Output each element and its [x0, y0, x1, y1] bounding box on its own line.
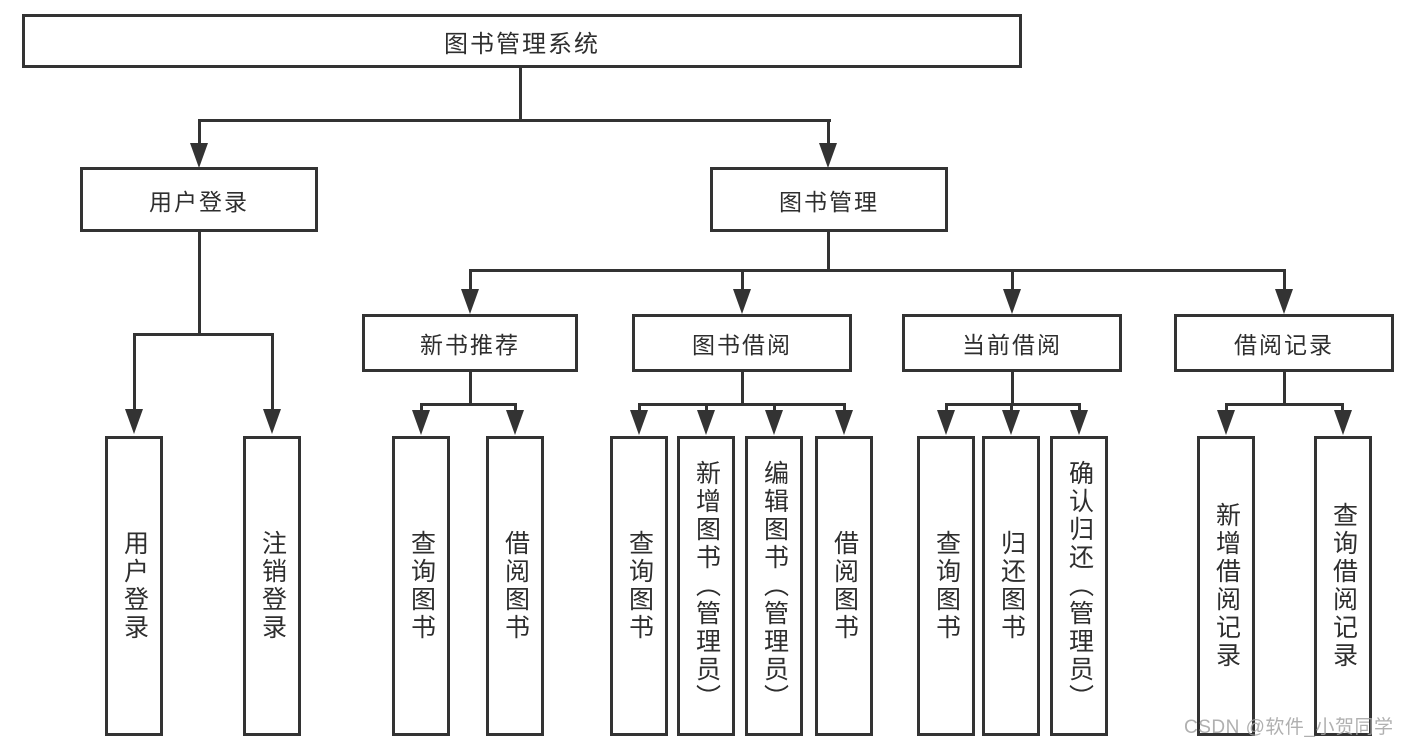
connector-newbook-drop-1 [420, 403, 423, 412]
node-user-login-label: 用户登录 [149, 188, 249, 215]
connector-newbook-stem [469, 372, 472, 406]
leaf-records-add: 新增借阅记录 [1197, 436, 1255, 736]
leaf-records-query: 查询借阅记录 [1314, 436, 1372, 736]
connector-current-drop-3 [1078, 403, 1081, 412]
connector-records-bar [1225, 403, 1344, 406]
arrowhead [835, 410, 853, 435]
connector-borrow-drop-2 [705, 403, 708, 412]
arrowhead [263, 409, 281, 434]
leaf-current-return-label: 归还图书 [997, 530, 1026, 642]
connector-records-drop-2 [1341, 403, 1344, 412]
leaf-current-query: 查询图书 [917, 436, 975, 736]
connector-root-to-login [198, 119, 201, 146]
connector-records-stem [1283, 372, 1286, 406]
connector-current-drop-1 [945, 403, 948, 412]
arrowhead [412, 410, 430, 435]
leaf-current-query-label: 查询图书 [932, 530, 961, 642]
leaf-user-login-label: 用户登录 [120, 530, 149, 642]
connector-mgmt-stem [827, 232, 830, 272]
connector-mgmt-bar [469, 269, 1286, 272]
connector-newbook-bar [420, 403, 516, 406]
arrowhead [1275, 289, 1293, 314]
leaf-current-return: 归还图书 [982, 436, 1040, 736]
arrowhead [461, 289, 479, 314]
leaf-newbook-borrow-label: 借阅图书 [501, 530, 530, 642]
connector-root-stem [519, 68, 522, 121]
leaf-user-login: 用户登录 [105, 436, 163, 736]
connector-current-drop-2 [1010, 403, 1013, 412]
leaf-newbook-query: 查询图书 [392, 436, 450, 736]
leaf-borrow-borrow-label: 借阅图书 [830, 530, 859, 642]
connector-login-drop-1 [133, 333, 136, 411]
leaf-borrow-borrow: 借阅图书 [815, 436, 873, 736]
leaf-borrow-query: 查询图书 [610, 436, 668, 736]
node-book-management: 图书管理 [710, 167, 948, 232]
node-user-login: 用户登录 [80, 167, 318, 232]
leaf-newbook-borrow: 借阅图书 [486, 436, 544, 736]
leaf-logout-label: 注销登录 [258, 530, 287, 642]
arrowhead [1334, 410, 1352, 435]
node-new-book-recommend: 新书推荐 [362, 314, 578, 372]
leaf-current-confirm-return: 确认归还（管理员） [1050, 436, 1108, 736]
connector-login-drop-2 [271, 333, 274, 411]
arrowhead [733, 289, 751, 314]
node-book-borrow-label: 图书借阅 [692, 332, 792, 358]
arrowhead [506, 410, 524, 435]
node-current-borrow-label: 当前借阅 [962, 332, 1062, 358]
connector-login-bar [133, 333, 274, 336]
leaf-newbook-query-label: 查询图书 [407, 530, 436, 642]
leaf-records-add-label: 新增借阅记录 [1212, 502, 1241, 670]
connector-mgmt-drop-4 [1283, 269, 1286, 291]
connector-newbook-drop-2 [514, 403, 517, 412]
connector-mgmt-drop-3 [1011, 269, 1014, 291]
node-root: 图书管理系统 [22, 14, 1022, 68]
connector-borrow-drop-4 [843, 403, 846, 412]
leaf-borrow-add-label: 新增图书（管理员） [692, 460, 721, 712]
leaf-borrow-edit-label: 编辑图书（管理员） [760, 460, 789, 712]
arrowhead [1003, 289, 1021, 314]
connector-login-stem [198, 232, 201, 335]
arrowhead [1002, 410, 1020, 435]
connector-borrow-drop-1 [638, 403, 641, 412]
node-book-management-label: 图书管理 [779, 188, 879, 215]
node-borrow-records: 借阅记录 [1174, 314, 1394, 372]
node-current-borrow: 当前借阅 [902, 314, 1122, 372]
leaf-borrow-edit: 编辑图书（管理员） [745, 436, 803, 736]
arrowhead [630, 410, 648, 435]
arrowhead [1217, 410, 1235, 435]
arrowhead [125, 409, 143, 434]
connector-mgmt-drop-1 [469, 269, 472, 291]
watermark: CSDN @软件_小贺同学 [1184, 717, 1394, 738]
arrowhead [765, 410, 783, 435]
node-book-borrow: 图书借阅 [632, 314, 852, 372]
arrowhead [190, 143, 208, 168]
connector-borrow-drop-3 [773, 403, 776, 412]
leaf-borrow-query-label: 查询图书 [625, 530, 654, 642]
connector-mgmt-drop-2 [741, 269, 744, 291]
node-root-label: 图书管理系统 [444, 30, 600, 58]
connector-current-stem [1011, 372, 1014, 406]
connector-root-to-mgmt [827, 119, 830, 146]
arrowhead [1070, 410, 1088, 435]
connector-borrow-bar [638, 403, 845, 406]
leaf-current-confirm-return-label: 确认归还（管理员） [1065, 460, 1094, 712]
arrowhead [819, 143, 837, 168]
leaf-logout: 注销登录 [243, 436, 301, 736]
arrowhead [937, 410, 955, 435]
connector-records-drop-1 [1225, 403, 1228, 412]
node-new-book-recommend-label: 新书推荐 [420, 332, 520, 358]
node-borrow-records-label: 借阅记录 [1234, 332, 1334, 358]
leaf-records-query-label: 查询借阅记录 [1329, 502, 1358, 670]
leaf-borrow-add: 新增图书（管理员） [677, 436, 735, 736]
connector-borrow-stem [741, 372, 744, 406]
connector-root-bar [198, 119, 831, 122]
arrowhead [697, 410, 715, 435]
